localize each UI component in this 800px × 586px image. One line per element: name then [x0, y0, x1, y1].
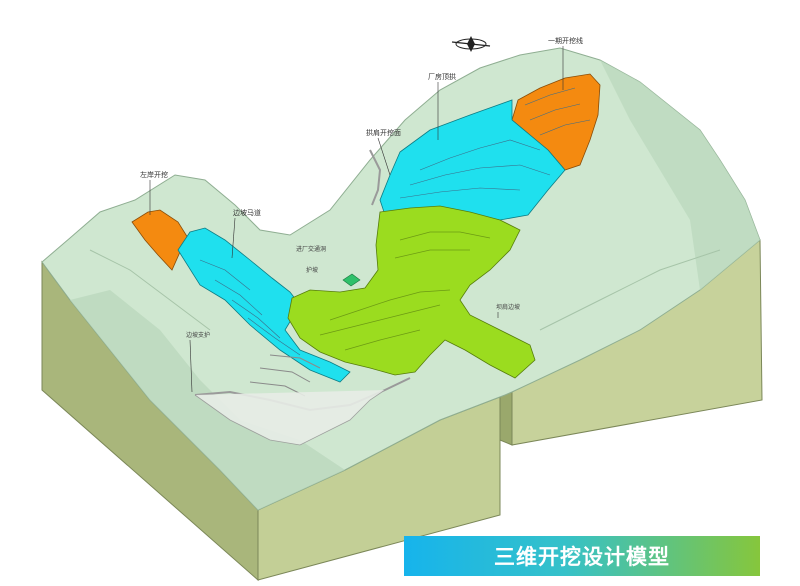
terrain-shadow-right: [600, 60, 760, 290]
bench-lines-upper: [399, 87, 591, 199]
green-zone-pit: [287, 205, 536, 379]
terrain-block-right-face-side: [499, 391, 513, 446]
label-right-mid: 坝肩边坡: [496, 304, 521, 311]
terrain-ridge-left: [89, 249, 211, 331]
label-mid-ridge: 拱肩开挖面: [366, 129, 401, 137]
green-pad-small: [342, 273, 361, 287]
label-lower-left: 边坡支护: [186, 332, 211, 339]
cyan-zone-left: [177, 227, 351, 383]
label-left-mid: 边坡马道: [233, 209, 261, 217]
terrain-ridge-right: [539, 249, 721, 331]
green-zone-bench-detail: [319, 231, 491, 351]
title-banner: 三维开挖设计模型: [404, 536, 760, 576]
leader-lower-left: [189, 339, 193, 393]
north-arrow-icon: [451, 36, 491, 52]
label-left-peak: 左岸开挖: [140, 171, 168, 179]
banner-title: 三维开挖设计模型: [494, 545, 670, 569]
label-small-a: 护坡: [306, 267, 319, 274]
lower-access-ramp: [194, 389, 386, 446]
label-upper-mid: 厂房顶拱: [428, 73, 456, 81]
bench-lines-left: [199, 259, 301, 356]
leader-left-mid: [231, 217, 236, 259]
label-road: 进厂交通洞: [296, 246, 327, 253]
label-top-right: 一期开挖线: [548, 37, 583, 45]
leader-mid-ridge: [377, 137, 391, 176]
